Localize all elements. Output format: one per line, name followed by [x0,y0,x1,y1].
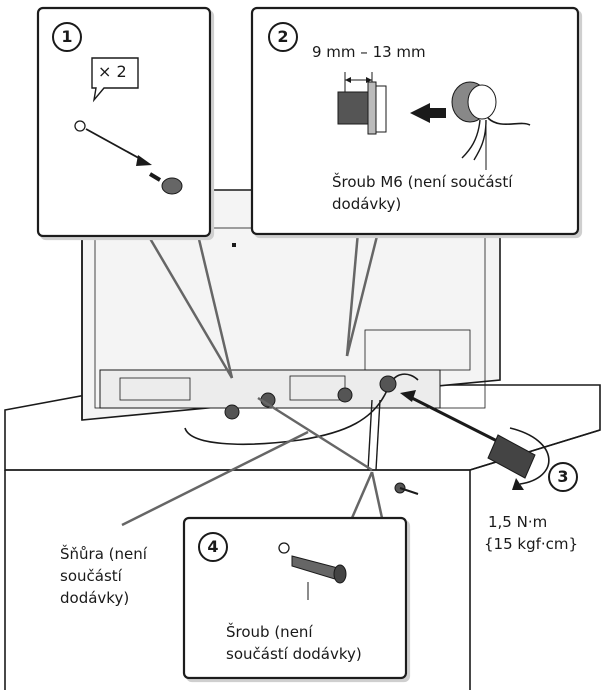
cord-label-line2: součástí [60,567,122,585]
step-4-number: 4 [198,532,228,562]
panel-4-content [278,542,347,600]
panel-1-content [74,57,183,195]
callout-panel-4 [182,516,408,680]
step-2-number: 2 [268,22,298,52]
torque-label-line2: {15 kgf·cm} [484,535,579,553]
step-3-number: 3 [548,462,578,492]
screw-m6-label-line2: dodávky) [332,195,402,213]
gap-range-label: 9 mm – 13 mm [312,43,426,61]
pointer-lines [121,231,384,527]
screw-label-line2: součástí dodávky) [226,645,362,663]
cord-label-line1: Šňůra (není [60,545,147,563]
torque-label-line1: 1,5 N·m [488,513,548,531]
cord-label-line3: dodávky) [60,589,130,607]
screw-label-line1: Šroub (není [226,623,313,641]
screw-m6-label-line1: Šroub M6 (není součástí [332,173,513,191]
panel-2-content [337,72,531,170]
quantity-badge: × 2 [98,62,127,81]
step-1-number: 1 [52,22,82,52]
callout-panel-2 [250,6,580,236]
stand-screws [224,375,419,495]
screwdriver [400,390,550,490]
